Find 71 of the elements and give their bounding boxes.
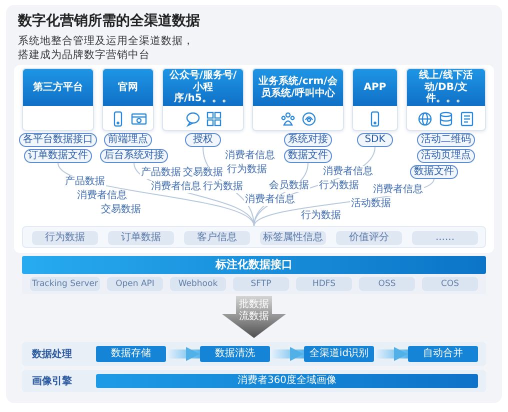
access-method-tag: SDK: [357, 133, 393, 147]
flow-arrow: [166, 347, 200, 361]
data-type-tag: 行为数据: [32, 231, 98, 245]
process-row-panel: [22, 342, 486, 366]
access-method-tag: 前端埋点: [104, 133, 152, 147]
row-heading: 画像引擎: [32, 374, 73, 389]
data-type-tag: 价值评分: [336, 231, 402, 245]
diagram-title: 数字化营销所需的全渠道数据: [18, 12, 200, 30]
card-header: 业务系统/crm/会员系统/呼叫中心: [253, 69, 343, 106]
access-method-tag: 后台系统对接: [100, 149, 168, 163]
protocol-tag: SFTP: [233, 277, 289, 291]
process-step: 数据存储: [96, 346, 166, 362]
arrow-label: 批数据: [238, 299, 270, 310]
protocol-tag: Open API: [107, 277, 163, 291]
data-type-tag: 客户信息: [184, 231, 250, 245]
data-flow-label: 消费者信息: [150, 181, 202, 193]
process-row-panel: [22, 370, 486, 392]
data-type-tag: 标签属性信息: [260, 231, 326, 245]
data-flow-arrow: [222, 296, 286, 338]
profile-bar: 消费者360度全域画像: [96, 374, 478, 388]
access-method-tag: 系统对接: [284, 133, 332, 147]
source-card: [102, 68, 154, 131]
protocol-tag: Webhook: [170, 277, 226, 291]
data-flow-label: 活动数据: [350, 198, 392, 210]
data-flow-label: 会员数据: [268, 180, 310, 192]
row-heading: 数据处理: [32, 348, 73, 362]
access-method-tag: 各平台数据接口: [19, 133, 97, 147]
card-header: 公众号/服务号/小程序/h5。。。: [163, 69, 243, 106]
data-flow-label: 消费者信息: [372, 184, 424, 196]
source-card: [252, 68, 344, 131]
subtitle: 系统地整合管理及运用全渠道数据，搭建成为品牌数字营销中台: [18, 34, 195, 62]
data-flow-label: 消费者信息: [76, 190, 128, 202]
card-header: 线上/线下活动/DB/文件。。。: [407, 69, 485, 106]
data-flow-label: 消费者信息: [224, 150, 276, 162]
arrow-label: 流数据: [238, 311, 270, 323]
access-method-tag: 活动页埋点: [417, 149, 475, 163]
data-flow-label: 消费者信息: [322, 166, 374, 178]
flow-arrow: [270, 347, 304, 361]
protocol-tag: COS: [422, 277, 478, 291]
access-method-tag: 数据文件: [410, 165, 458, 179]
process-step: 全渠道id识别: [304, 346, 374, 362]
data-flow-label: 消费者信息: [244, 194, 296, 206]
card-header: 官网: [103, 69, 153, 106]
process-step: 数据清洗: [200, 346, 270, 362]
data-flow-label: 产品数据: [140, 167, 182, 179]
flow-arrow: [374, 347, 408, 361]
data-flow-label: 行为数据: [226, 164, 268, 176]
card-header: 第三方平台: [23, 69, 93, 106]
process-step: 自动合并: [408, 346, 478, 362]
data-flow-label: 交易数据: [182, 167, 224, 179]
data-flow-label: 行为数据: [300, 210, 342, 222]
source-card: [22, 68, 94, 131]
source-card: [162, 68, 244, 131]
data-flow-label: 行为数据: [202, 181, 244, 193]
access-method-tag: 授权: [185, 133, 221, 147]
interface-bar: 标注化数据接口: [22, 256, 486, 274]
data-flow-label: 产品数据: [64, 176, 106, 188]
protocol-tag: OSS: [359, 277, 415, 291]
access-method-tag: 活动二维码: [417, 133, 475, 147]
protocol-tag: Tracking Server: [30, 277, 100, 291]
protocol-tag: HDFS: [296, 277, 352, 291]
data-type-tag: ......: [412, 231, 478, 245]
source-card: [406, 68, 486, 131]
access-method-tag: 数据文件: [284, 149, 332, 163]
data-flow-label: 行为数据: [318, 180, 360, 192]
data-type-tag: 订单数据: [108, 231, 174, 245]
card-header: APP: [353, 69, 397, 106]
data-type-panel: [22, 226, 486, 248]
data-flow-label: 交易数据: [100, 204, 142, 216]
source-card: [352, 68, 398, 131]
access-method-tag: 订单数据文件: [24, 149, 92, 163]
